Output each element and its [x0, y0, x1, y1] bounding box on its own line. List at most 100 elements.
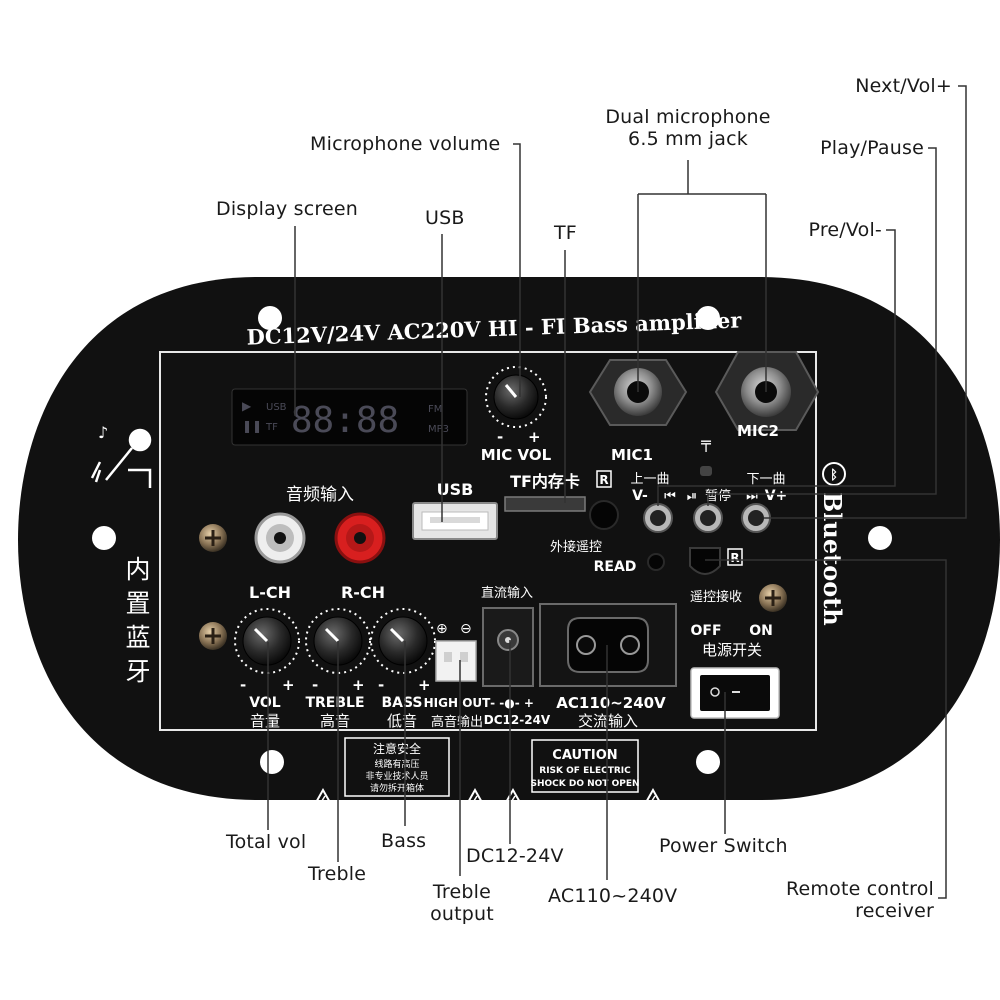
high-out-en-label: HIGH OUT: [424, 696, 492, 710]
vol-en-label: VOL: [249, 695, 280, 711]
bass-cn-label: 低音: [387, 712, 417, 730]
ir-receiver: [689, 547, 721, 575]
callout-bass: Bass: [381, 830, 427, 852]
power-switch[interactable]: [690, 667, 780, 719]
svg-text:-: -: [240, 676, 246, 694]
bluetooth-icon: ᛒ: [830, 468, 838, 483]
svg-text:Bluetooth: Bluetooth: [818, 492, 847, 626]
power-on-label: ON: [749, 623, 773, 639]
dc-input-cn-label: 直流输入: [481, 585, 533, 601]
rca-left-white[interactable]: [254, 512, 306, 564]
mount-hole: [92, 526, 116, 550]
high-out-cn-label: 高音输出: [431, 714, 483, 730]
prev-icon: ⏮: [664, 489, 676, 504]
pause-cn-label: 暂停: [705, 488, 731, 504]
next-en-label: V+: [765, 488, 788, 504]
treble-cn-label: 高音: [320, 712, 350, 730]
indicator-led: [700, 466, 712, 476]
usb-port-label: USB: [437, 480, 474, 499]
screw: [199, 622, 227, 650]
pause-icon: ⏯: [687, 489, 697, 504]
next-cn-label: 下一曲: [746, 472, 785, 487]
ac-input-socket[interactable]: [539, 603, 677, 687]
ac-input-cn-label: 交流输入: [578, 712, 638, 730]
svg-text:RISK OF ELECTRIC: RISK OF ELECTRIC: [539, 766, 631, 776]
bass-knob[interactable]: [370, 608, 436, 674]
read-led: [647, 553, 665, 571]
mount-hole: [258, 306, 282, 330]
callout-remote-receiver: Remote control receiver: [785, 878, 934, 922]
treble-output-connector[interactable]: [435, 640, 477, 682]
svg-text:置: 置: [125, 589, 150, 618]
antenna-icon: ╤: [700, 433, 711, 452]
svg-text:线路有高压: 线路有高压: [374, 758, 419, 770]
svg-text:♪: ♪: [98, 423, 108, 442]
power-switch-cn-label: 电源开关: [702, 641, 762, 659]
mic-vol-minus: -: [497, 428, 503, 446]
svg-text:R: R: [599, 473, 608, 487]
leader-lines: [267, 85, 967, 899]
mount-hole: [260, 750, 284, 774]
svg-text:TF: TF: [265, 422, 278, 433]
display-digits: 88:88: [291, 400, 399, 441]
next-icon: ⏭: [746, 489, 758, 504]
audio-input-label: 音频输入: [286, 485, 354, 505]
shock-warning-icon: [638, 787, 668, 814]
r-mark-bottom: R: [727, 548, 743, 566]
ext-remote-jack[interactable]: [589, 500, 619, 530]
mic-vol-label: MIC VOL: [481, 446, 552, 464]
svg-text:蓝: 蓝: [125, 623, 150, 652]
power-off-label: OFF: [690, 623, 721, 639]
display-screen: ▶ ❚❚ USB TF 88:88 FM MP3: [231, 388, 468, 446]
r-mark-top: R: [596, 470, 612, 488]
callout-treble: Treble: [308, 863, 367, 885]
svg-text:USB: USB: [266, 402, 287, 413]
total-volume-knob[interactable]: [234, 608, 300, 674]
bass-en-label: BASS: [381, 695, 422, 711]
dc-input-en-label: DC12-24V: [484, 713, 551, 727]
tf-card-slot[interactable]: [504, 496, 586, 512]
prev-cn-label: 上一曲: [630, 472, 669, 487]
builtin-bluetooth-label: 内 置 蓝 牙: [125, 555, 150, 686]
rca-right-red[interactable]: [334, 512, 386, 564]
mount-hole: [696, 306, 720, 330]
karaoke-mic-icon: ♪: [90, 423, 152, 488]
mic2-label: MIC2: [737, 422, 779, 440]
svg-text:+: +: [282, 676, 295, 694]
prev-vol-down-button[interactable]: [643, 503, 673, 533]
mic2-jack[interactable]: [714, 351, 820, 431]
callout-dc: DC12-24V: [466, 845, 564, 867]
svg-text:FM: FM: [428, 404, 442, 415]
callout-play-pause: Play/Pause: [820, 137, 924, 159]
ac-input-en-label: AC110~240V: [556, 694, 666, 712]
svg-text:+: +: [418, 676, 431, 694]
callout-ac: AC110~240V: [548, 885, 678, 907]
callout-pre-vol: Pre/Vol-: [808, 219, 882, 241]
callout-tf: TF: [554, 222, 577, 244]
mount-hole: [696, 750, 720, 774]
read-label: READ: [594, 559, 637, 575]
usb-port[interactable]: [412, 502, 498, 540]
callout-display-screen: Display screen: [216, 198, 359, 220]
play-pause-button[interactable]: [693, 503, 723, 533]
callout-power-switch: Power Switch: [659, 835, 788, 857]
callout-treble-output: Treble output: [430, 881, 494, 925]
knob-sign-labels: - + - + - +: [240, 676, 431, 694]
dc-input-jack[interactable]: [482, 607, 534, 687]
tf-slot-label: TF内存卡: [510, 472, 580, 491]
svg-text:MP3: MP3: [428, 424, 449, 435]
callout-microphone-volume: Microphone volume: [310, 133, 501, 155]
svg-text:请勿拆开箱体: 请勿拆开箱体: [370, 782, 424, 794]
callout-dual-microphone: Dual microphone 6.5 mm jack: [605, 106, 771, 150]
mic1-label: MIC1: [611, 446, 653, 464]
svg-text:R: R: [730, 551, 739, 565]
svg-text:CAUTION: CAUTION: [552, 748, 617, 763]
mic-vol-plus: +: [528, 428, 541, 446]
mic-volume-knob[interactable]: [485, 366, 547, 428]
svg-text:内: 内: [125, 555, 150, 584]
callout-next-vol: Next/Vol+: [855, 75, 952, 97]
svg-text:+: +: [352, 676, 365, 694]
treble-en-label: TREBLE: [305, 695, 364, 711]
svg-text:SHOCK DO NOT OPEN: SHOCK DO NOT OPEN: [530, 779, 639, 789]
shock-warning-icon: [308, 787, 338, 814]
